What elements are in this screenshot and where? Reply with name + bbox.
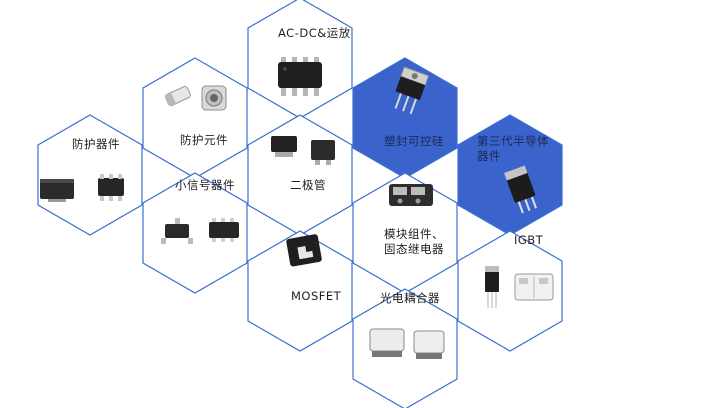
hex-cell-plastic-thyristor[interactable]: 塑封可控硅 [352,57,458,179]
hex-label-igbt: IGBT [514,233,544,247]
ceramic-component-icon [164,85,227,111]
hex-label-third-gen-semiconductor-line-1: 第三代半导体 [477,134,549,148]
hex-cell-mosfet[interactable]: MOSFET [247,230,353,352]
hex-cell-igbt[interactable]: IGBT [457,230,563,352]
hex-shape-mosfet [247,230,353,352]
hex-shape-ac-dc-opamp [247,0,353,119]
hex-shape-optocoupler [352,288,458,408]
hex-cell-diode[interactable]: 二极管 [247,114,353,236]
hex-shape-diode [247,114,353,236]
hex-cell-protection-components[interactable]: 防护元件 [142,57,248,179]
hex-cell-module-relay[interactable]: 模块组件、固态继电器 [352,172,458,294]
hex-label-protection-devices: 防护器件 [72,137,120,151]
hex-label-optocoupler: 光电耦合器 [380,291,440,305]
hex-label-small-signal-devices: 小信号器件 [175,178,235,192]
to220-package-icon [394,66,430,115]
smd-package-icon [40,174,124,202]
diode-package-icon [271,136,335,165]
hex-shape-protection-devices [37,114,143,236]
to247-package-icon [504,165,537,214]
hex-shape-igbt [457,230,563,352]
hex-cell-small-signal-devices[interactable]: 小信号器件 [142,172,248,294]
sot-package-icon [161,218,239,244]
hex-label-diode: 二极管 [290,178,326,192]
hex-cell-optocoupler[interactable]: 光电耦合器 [352,288,458,408]
soic-chip-icon [278,57,322,96]
hex-label-mosfet: MOSFET [291,289,342,303]
igbt-module-icon [485,266,554,308]
mosfet-chip-icon [286,234,322,267]
hex-cell-protection-devices[interactable]: 防护器件 [37,114,143,236]
power-module-icon [389,184,433,206]
hex-label-ac-dc-opamp: AC-DC&运放 [278,26,351,40]
hex-shape-small-signal-devices [142,172,248,294]
optocoupler-icon [369,328,445,359]
hex-label-module-relay-line-1: 模块组件、 [384,227,444,241]
hex-label-third-gen-semiconductor-line-2: 器件 [477,149,501,163]
hex-cell-ac-dc-opamp[interactable]: AC-DC&运放 [247,0,353,119]
hex-label-plastic-thyristor: 塑封可控硅 [384,134,444,148]
hex-label-module-relay-line-2: 固态继电器 [384,242,444,256]
hex-shape-protection-components [142,57,248,179]
hex-label-protection-components: 防护元件 [180,133,228,147]
